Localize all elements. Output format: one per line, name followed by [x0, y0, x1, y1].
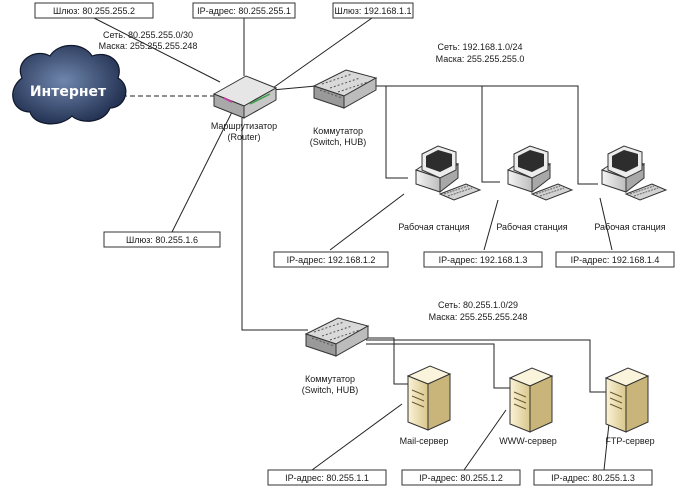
dmz-mask-label: Маска: 255.255.255.248: [429, 312, 528, 322]
ftp-server-icon: [604, 367, 650, 433]
workstation-3-label: Рабочая станция: [594, 222, 665, 232]
dmz-gateway-text: Шлюз: 80.255.1.6: [126, 235, 198, 245]
router-icon: [212, 75, 278, 119]
wan-ip-box: IP-адрес: 80.255.255.1: [192, 2, 296, 19]
dmz-link-1: [366, 337, 410, 385]
www-server-ip-box: IP-адрес: 80.255.1.2: [401, 469, 521, 486]
lan-gateway-text: Шлюз: 192.168.1.1: [335, 6, 412, 16]
workstation-3-ip: IP-адрес: 192.168.1.4: [571, 255, 660, 265]
www-server-icon: [508, 367, 554, 433]
router-lan-link: [271, 85, 317, 91]
router-caption-1: Маршрутизатор: [211, 121, 277, 131]
callout-ws2: [483, 199, 499, 251]
callout-wan-gw: [93, 17, 221, 83]
lan-gateway-box: Шлюз: 192.168.1.1: [332, 2, 414, 19]
workstation-1-icon: [414, 145, 482, 201]
workstation-3-ip-box: IP-адрес: 192.168.1.4: [555, 251, 675, 268]
workstation-1-ip-box: IP-адрес: 192.168.1.2: [273, 251, 389, 268]
lan-switch-caption-1: Коммутатор: [313, 126, 363, 136]
mail-server-icon: [406, 365, 452, 431]
ftp-server-label: FTP-сервер: [605, 436, 654, 446]
ftp-server-ip-box: IP-адрес: 80.255.1.3: [533, 469, 653, 486]
wan-net-label: Сеть: 80.255.255.0/30: [103, 30, 193, 40]
router-dmz-link: [241, 112, 308, 331]
lan-link-1: [356, 85, 408, 179]
lan-net-label: Сеть: 192.168.1.0/24: [437, 42, 522, 52]
dmz-link-3: [366, 339, 606, 393]
lan-switch-caption-2: (Switch, HUB): [310, 137, 367, 147]
mail-server-ip: IP-адрес: 80.255.1.1: [285, 473, 369, 483]
callout-srv1: [311, 403, 403, 471]
lan-mask-label: Маска: 255.255.255.0: [436, 54, 525, 64]
connections: [93, 17, 613, 471]
workstation-3-icon: [600, 145, 668, 201]
internet-label: Интернет: [30, 84, 107, 100]
callout-lan-gw: [269, 17, 373, 91]
lan-switch-icon: [312, 69, 378, 109]
wan-gateway-text: Шлюз: 80.255.255.2: [53, 6, 135, 16]
wan-ip-text: IP-адрес: 80.255.255.1: [197, 6, 291, 16]
mail-server-label: Mail-сервер: [400, 436, 449, 446]
dmz-switch-caption-1: Коммутатор: [305, 374, 355, 384]
dmz-switch-icon: [304, 317, 370, 357]
dmz-link-2: [366, 343, 510, 389]
workstation-1-ip: IP-адрес: 192.168.1.2: [287, 255, 376, 265]
workstation-2-label: Рабочая станция: [496, 222, 567, 232]
workstation-2-ip: IP-адрес: 192.168.1.3: [439, 255, 528, 265]
router-caption-2: (Router): [227, 132, 260, 142]
workstation-2-icon: [506, 145, 574, 201]
callout-srv2: [463, 409, 507, 471]
www-server-ip: IP-адрес: 80.255.1.2: [419, 473, 503, 483]
dmz-switch-caption-2: (Switch, HUB): [302, 385, 359, 395]
wan-gateway-box: Шлюз: 80.255.255.2: [34, 2, 154, 19]
www-server-label: WWW-сервер: [499, 436, 557, 446]
dmz-gateway-box: Шлюз: 80.255.1.6: [103, 231, 221, 248]
callout-ws1: [329, 193, 405, 251]
wan-mask-label: Маска: 255.255.255.248: [99, 41, 198, 51]
ftp-server-ip: IP-адрес: 80.255.1.3: [551, 473, 635, 483]
internet-cloud: Интернет: [12, 44, 127, 125]
callout-dmz-gw: [171, 111, 233, 233]
callout-ws3: [599, 197, 613, 251]
dmz-net-label: Сеть: 80.255.1.0/29: [438, 300, 518, 310]
mail-server-ip-box: IP-адрес: 80.255.1.1: [267, 469, 387, 486]
workstation-2-ip-box: IP-адрес: 192.168.1.3: [423, 251, 543, 268]
workstation-1-label: Рабочая станция: [398, 222, 469, 232]
lan-link-3: [372, 85, 598, 185]
